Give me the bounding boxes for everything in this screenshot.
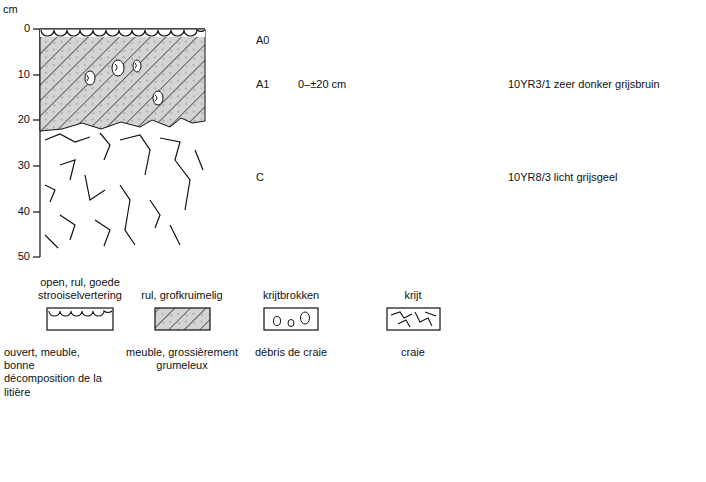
swatch-cracks (391, 312, 436, 327)
legend-swatch-fragments (264, 308, 318, 330)
legend-swatch-litter (47, 308, 113, 330)
chalk-fragment (112, 60, 124, 76)
colour-description: 10YR3/1 zeer donker grijsbruin (508, 78, 660, 91)
colour-description: 10YR8/3 licht grijsgeel (508, 171, 617, 184)
surface-line (40, 28, 205, 29)
axis-tick (33, 256, 40, 257)
depth-range: 0–±20 cm (298, 78, 346, 91)
legend-text: rul, grofkruimelig (141, 289, 222, 302)
horizon-name: A1 (256, 78, 269, 91)
a0-band (40, 29, 205, 37)
chalk-fragment (301, 312, 310, 324)
axis-tick (33, 119, 40, 120)
a1-horizon (40, 29, 205, 131)
axis-tick (33, 165, 40, 166)
swatch-frame (155, 308, 210, 330)
depth-number: 40 (18, 205, 30, 218)
chalk-fragment (133, 60, 141, 72)
legend-text: open, rul, goede strooiselvertering (28, 276, 132, 302)
legend-swatch-chalk (387, 308, 440, 330)
swatch-scallops (49, 311, 112, 316)
depth-number: 10 (18, 68, 30, 81)
depth-number: 0 (24, 22, 30, 35)
legend-translation: meuble, grossièrement grumeleux (120, 346, 244, 372)
depth-number: 20 (18, 113, 30, 126)
legend-swatch-hatch (155, 308, 210, 330)
depth-number: 50 (18, 250, 30, 263)
axis-tick (33, 74, 40, 75)
horizon-name: C (256, 171, 264, 184)
horizon-name: A0 (256, 34, 269, 47)
swatch-frame (47, 308, 113, 330)
swatch-frame (387, 308, 440, 330)
chalk-fragment (153, 91, 163, 105)
axis-tick (33, 28, 40, 29)
depth-number: 30 (18, 159, 30, 172)
legend-translation: ouvert, meuble, bonne décomposition de l… (4, 346, 108, 399)
legend-text: krijtbrokken (263, 289, 319, 302)
legend-text: krijt (404, 289, 421, 302)
chalk-fragment (85, 71, 95, 85)
legend-translation: craie (401, 346, 425, 359)
chalk-fragment (288, 320, 294, 327)
chalk-fragment (274, 317, 281, 326)
fragment-marks (87, 63, 157, 101)
litter-scallops (41, 30, 205, 36)
chalk-fragments (85, 60, 163, 105)
axis-tick (33, 211, 40, 212)
chalk-cracks (45, 133, 203, 248)
legend-translation: débris de craie (255, 346, 327, 359)
axis-unit: cm (3, 3, 18, 16)
axis-ticks (33, 29, 40, 257)
swatch-frame (264, 308, 318, 330)
